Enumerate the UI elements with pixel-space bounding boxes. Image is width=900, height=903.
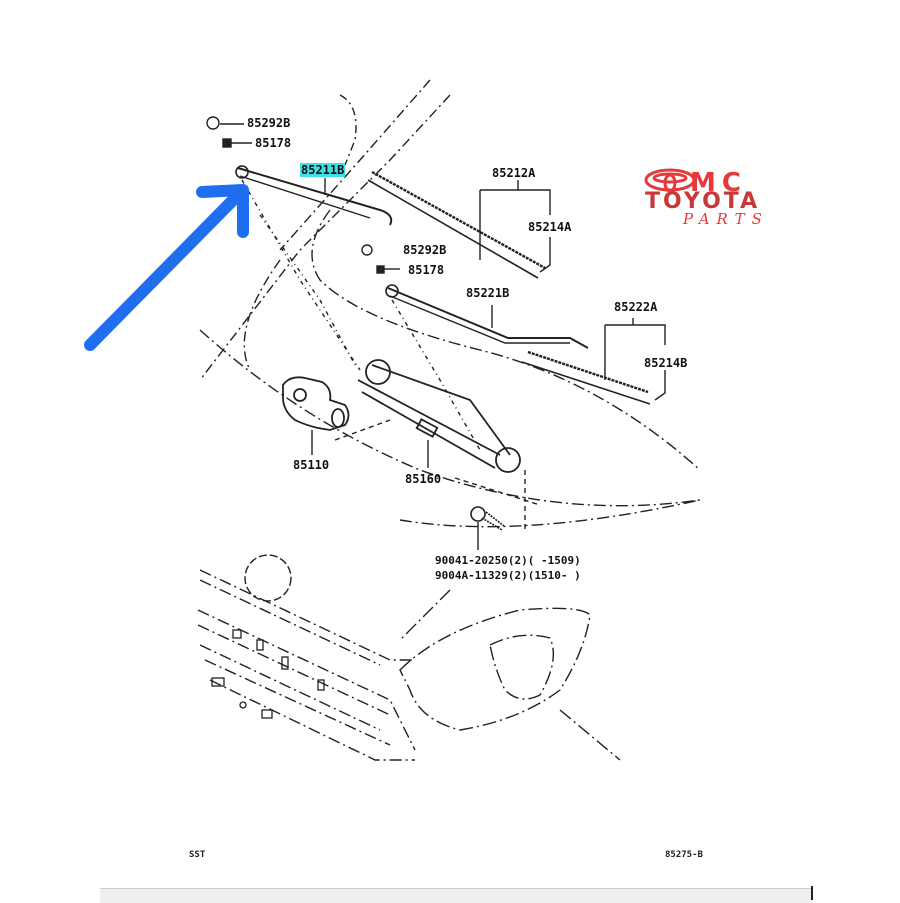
bottom-scrollbar[interactable] <box>100 888 812 903</box>
footer-right-code: 85275-B <box>665 850 703 860</box>
pointer-arrow-icon <box>84 184 249 351</box>
headlamp <box>399 589 621 761</box>
motor-link-dash <box>334 419 391 441</box>
emblem-circle <box>244 554 292 602</box>
wiper-blade-passenger-rubber <box>521 361 651 405</box>
part-label-85292B-top[interactable]: 85292B <box>247 116 291 130</box>
arm-pivot-dash <box>259 214 356 366</box>
hood-front <box>399 499 701 528</box>
part-label-85222A[interactable]: 85222A <box>614 300 658 314</box>
wiper-blade-driver-rubber <box>367 179 539 279</box>
part-label-85292B-mid[interactable]: 85292B <box>403 243 447 257</box>
bolt-icon <box>470 506 505 531</box>
part-label-85221B[interactable]: 85221B <box>466 286 510 300</box>
wiper-arm-passenger-edge <box>389 295 570 344</box>
logo-mc-text: MC <box>690 168 747 198</box>
part-label-85212A[interactable]: 85212A <box>492 166 536 180</box>
part-label-85110[interactable]: 85110 <box>293 458 330 472</box>
footer-left-code: SST <box>189 850 206 860</box>
nut-icon <box>376 265 385 274</box>
wiper-arm-passenger <box>387 287 589 349</box>
windshield-edge-line <box>339 94 357 166</box>
toyota-emblem-icon <box>644 168 696 193</box>
windshield-edge-line <box>199 94 451 381</box>
wiper-blade-passenger <box>527 350 649 394</box>
part-label-85160[interactable]: 85160 <box>405 472 442 486</box>
bracket-85212A <box>479 180 551 273</box>
part-label-85214B[interactable]: 85214B <box>644 356 688 370</box>
hood-curve <box>243 259 281 371</box>
part-label-85178-top[interactable]: 85178 <box>255 136 292 150</box>
bottom-bar-edge <box>811 886 813 900</box>
arm-pivot-dash <box>391 299 481 451</box>
logo-parts-text: PARTS <box>683 210 769 228</box>
hood-curve <box>311 209 701 471</box>
pivot-cap-icon <box>206 116 220 130</box>
windshield-edge-line <box>279 79 431 251</box>
bolt-note-1: 90041-20250(2)( -1509) <box>435 554 581 567</box>
wiper-motor <box>282 376 350 431</box>
wiper-linkage <box>357 359 521 473</box>
hood-edge <box>199 329 701 507</box>
wiper-arm-pivot <box>235 165 249 179</box>
logo-toyota-text: TOYOTA <box>645 189 761 214</box>
part-label-85214A[interactable]: 85214A <box>528 220 572 234</box>
bracket-85222A <box>604 318 666 401</box>
wiper-arm-driver-edge <box>239 175 371 219</box>
bolt-note-2: 9004A-11329(2)(1510- ) <box>435 569 581 582</box>
nut-icon <box>222 138 232 148</box>
part-label-85211B-highlighted[interactable]: 85211B <box>300 163 346 177</box>
grille-slots <box>211 629 325 719</box>
wiper-arm-driver <box>237 167 393 226</box>
front-grille <box>197 569 416 761</box>
linkage-dash <box>454 477 541 506</box>
pivot-cap-icon <box>361 244 373 256</box>
part-label-85178-mid[interactable]: 85178 <box>408 263 445 277</box>
wiper-blade-driver <box>371 170 546 270</box>
wiper-arm-pivot <box>385 284 399 298</box>
